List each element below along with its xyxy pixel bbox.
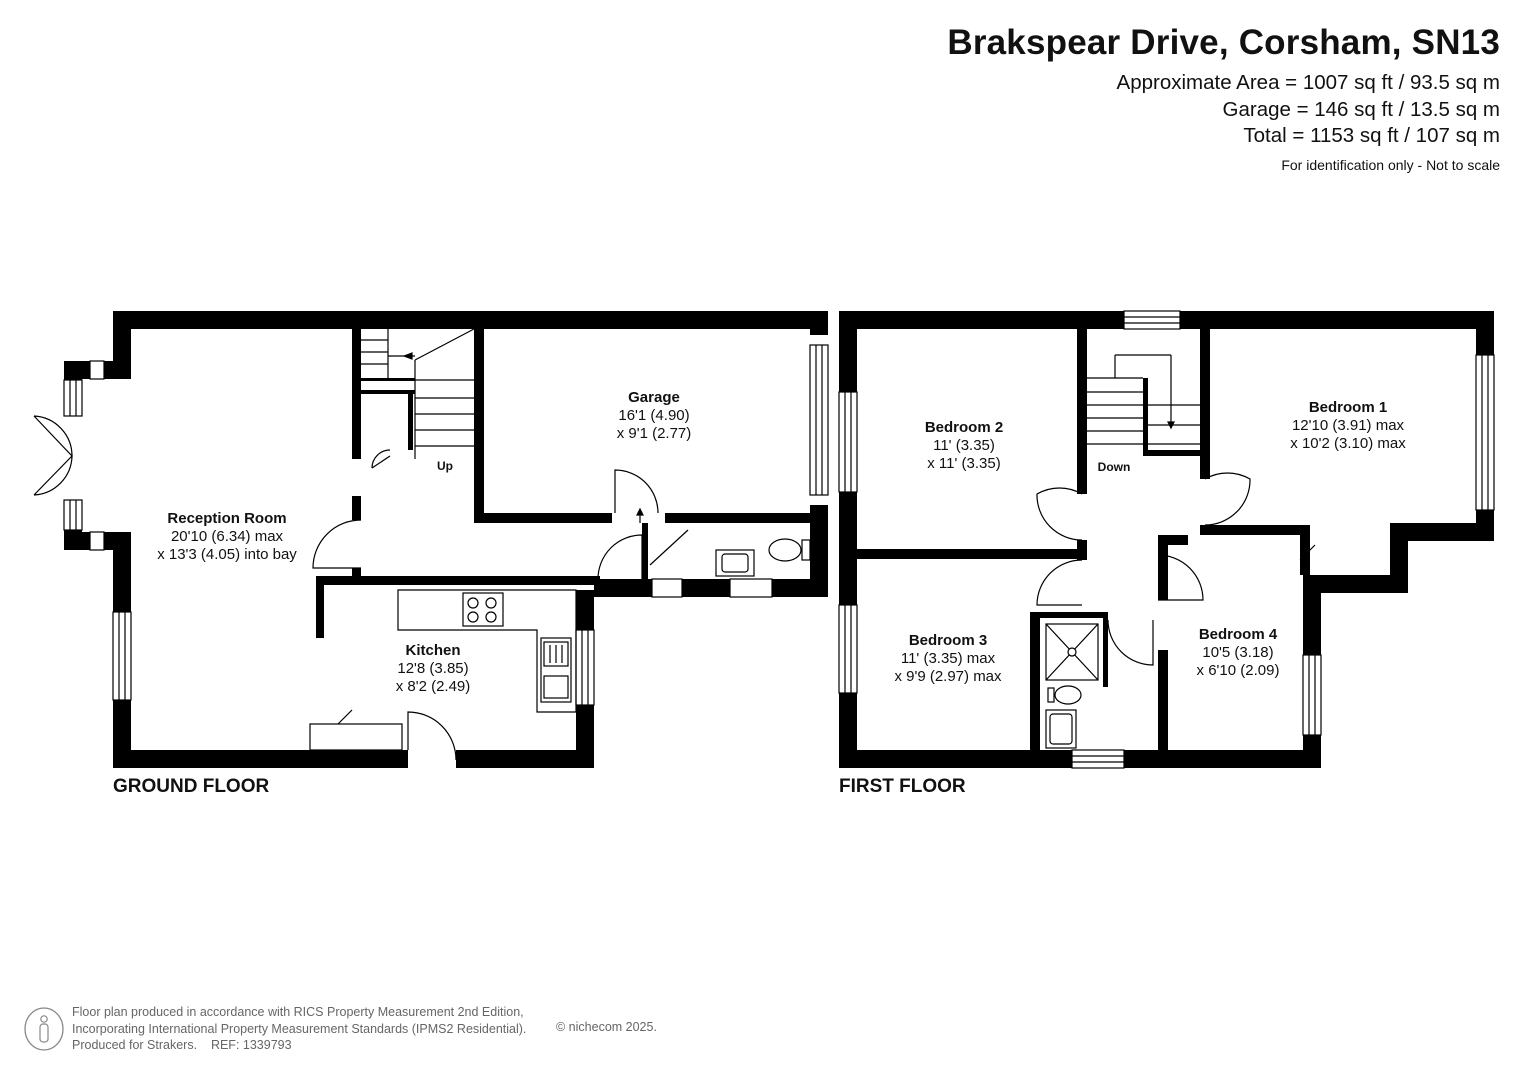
garage-area: Garage = 146 sq ft / 13.5 sq m: [1222, 97, 1500, 121]
stairs-up-label: Up: [437, 459, 453, 473]
room-dim2-reception: x 13'3 (4.05) into bay: [157, 546, 297, 563]
scale-disclaimer: For identification only - Not to scale: [1281, 156, 1500, 173]
footer-line-1: Floor plan produced in accordance with R…: [72, 1005, 524, 1019]
footer-notes: Floor plan produced in accordance with R…: [72, 1004, 526, 1054]
person-logo-icon: [24, 1007, 64, 1051]
first-floor-fixtures: [838, 310, 1495, 769]
room-dim1-reception: 20'10 (6.34) max: [171, 528, 284, 545]
first-floor-label: FIRST FLOOR: [839, 776, 966, 797]
room-name-reception: Reception Room: [167, 510, 286, 527]
room-dim2-bedroom4: x 6'10 (2.09): [1197, 662, 1280, 679]
footer-line-3: Produced for Strakers. REF: 1339793: [72, 1038, 292, 1052]
room-name-bedroom3: Bedroom 3: [909, 632, 987, 649]
room-dim1-bedroom3: 11' (3.35) max: [901, 650, 996, 667]
room-dim2-bedroom2: x 11' (3.35): [927, 455, 1000, 472]
ground-floor-fixtures: [33, 328, 829, 761]
room-name-garage: Garage: [628, 389, 680, 406]
first-floor-labels: Bedroom 2 11' (3.35) x 11' (3.35) Bedroo…: [894, 399, 1406, 685]
room-name-kitchen: Kitchen: [405, 642, 460, 659]
header: Brakspear Drive, Corsham, SN13 Approxima…: [947, 22, 1500, 176]
room-dim2-bedroom3: x 9'9 (2.97) max: [894, 668, 1002, 685]
stairs-down-label: Down: [1098, 460, 1131, 474]
footer-line-2: Incorporating International Property Mea…: [72, 1021, 527, 1036]
room-dim1-garage: 16'1 (4.90): [618, 407, 689, 424]
room-name-bedroom1: Bedroom 1: [1309, 399, 1387, 416]
ground-floor-label: GROUND FLOOR: [113, 776, 270, 797]
ground-floor-labels: Reception Room 20'10 (6.34) max x 13'3 (…: [157, 389, 691, 695]
total-area: Total = 1153 sq ft / 107 sq m: [1243, 124, 1500, 147]
room-dim1-bedroom4: 10'5 (3.18): [1202, 644, 1273, 661]
room-dim1-kitchen: 12'8 (3.85): [397, 660, 468, 677]
property-title: Brakspear Drive, Corsham, SN13: [947, 23, 1500, 62]
first-floor-plan: [839, 311, 1494, 768]
copyright: © nichecom 2025.: [556, 1020, 657, 1034]
room-dim2-kitchen: x 8'2 (2.49): [396, 678, 471, 695]
approximate-area: Approximate Area = 1007 sq ft / 93.5 sq …: [1116, 71, 1500, 94]
room-dim1-bedroom1: 12'10 (3.91) max: [1292, 417, 1405, 434]
room-name-bedroom4: Bedroom 4: [1199, 626, 1278, 643]
room-name-bedroom2: Bedroom 2: [925, 419, 1003, 436]
room-dim2-bedroom1: x 10'2 (3.10) max: [1290, 435, 1406, 452]
room-dim1-bedroom2: 11' (3.35): [933, 437, 995, 454]
room-dim2-garage: x 9'1 (2.77): [617, 425, 692, 442]
